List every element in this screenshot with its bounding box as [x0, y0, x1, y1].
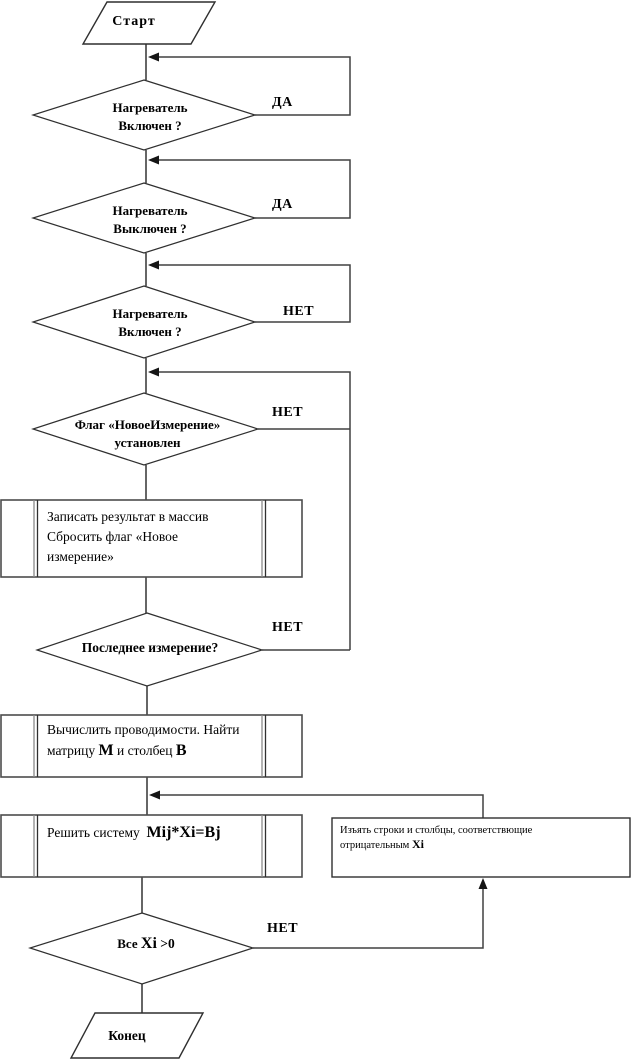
- arrowhead-into-remove-box: [478, 878, 488, 889]
- start-label: Старт: [112, 14, 156, 29]
- process-solve-system-shape: [0, 814, 303, 878]
- compute-line2-column-b: B: [175, 742, 187, 759]
- decision-heater-on-1-line1: Нагреватель: [112, 100, 188, 115]
- decision-heater-off-line1: Нагреватель: [112, 203, 188, 218]
- all-xi-part2: Xi: [140, 935, 157, 952]
- decision-heater-off-line2: Выключен ?: [113, 221, 187, 236]
- compute-line1: Вычислить проводимости. Найти: [47, 722, 240, 737]
- process-solve-system-label: Решить систему Mij*Xi=Bj: [47, 823, 292, 843]
- decision-heater-on-1-label: Нагреватель Включен ?: [70, 99, 230, 135]
- write-result-line1: Записать результат в массив: [47, 509, 209, 524]
- decision-all-xi-positive-label: Все Xi >0: [66, 935, 226, 953]
- arrowhead-loop-no4-no5: [148, 367, 159, 377]
- arrowhead-remove-to-solve: [149, 790, 160, 800]
- decision-heater-on-2-line1: Нагреватель: [112, 306, 188, 321]
- connector-spine: [141, 44, 148, 1013]
- connector-loop-yes1: [157, 56, 351, 116]
- branch-label-no3: НЕТ: [283, 304, 315, 319]
- end-label: Конец: [108, 1028, 146, 1043]
- connector-loop-no4-no5: [157, 371, 351, 651]
- decision-all-xi-positive-shape: [28, 912, 255, 985]
- branch-label-no6: НЕТ: [267, 921, 299, 936]
- decision-heater-off-shape: [31, 182, 257, 254]
- remove-rows-line1: Изъять строки и столбцы, соответствющие: [340, 825, 533, 836]
- decision-flag-new-measurement-label: Флаг «НовоеИзмерение» установлен: [50, 416, 245, 452]
- branch-label-no4: НЕТ: [272, 405, 304, 420]
- decision-heater-on-2-shape: [31, 285, 257, 359]
- remove-rows-line2-xi: Xi: [411, 836, 424, 851]
- write-result-line3: измерение»: [47, 549, 114, 564]
- connector-no6-to-remove-box: [253, 888, 484, 949]
- compute-line2-part1: матрицу: [47, 743, 99, 758]
- decision-heater-on-1-shape: [31, 79, 257, 151]
- branch-label-yes1: ДА: [272, 95, 293, 110]
- solve-system-equation: Mij*Xi=Bj: [146, 824, 221, 841]
- process-write-result-shape: [0, 499, 303, 578]
- decision-flag-line1: Флаг «НовоеИзмерение»: [74, 417, 221, 432]
- decision-flag-new-measurement-shape: [31, 392, 260, 466]
- compute-line2: матрицу M и столбец B: [47, 740, 277, 761]
- write-result-line2: Сбросить флаг «Новое: [47, 529, 179, 544]
- remove-rows-line2-part1: отрицательным: [340, 839, 412, 851]
- process-remove-rows-columns-label: Изъять строки и столбцы, соответствющие …: [340, 824, 626, 852]
- decision-last-measurement-label: Последнее измерение?: [81, 640, 219, 655]
- decision-flag-line2: установлен: [114, 435, 181, 450]
- decision-heater-off-label: Нагреватель Выключен ?: [70, 202, 230, 238]
- end-terminator-shape: [69, 1012, 205, 1059]
- compute-line2-part3: и столбец: [113, 743, 176, 758]
- branch-label-no5: НЕТ: [272, 620, 304, 635]
- remove-rows-line2: отрицательным Xi: [340, 836, 626, 853]
- connector-remove-box-to-solve: [158, 794, 484, 818]
- decision-heater-on-1-line2: Включен ?: [118, 118, 182, 133]
- decision-last-measurement-shape: [35, 612, 264, 687]
- decision-heater-on-2-label: Нагреватель Включен ?: [70, 305, 230, 341]
- solve-system-text: Решить систему: [47, 825, 147, 840]
- branch-label-yes2: ДА: [272, 197, 293, 212]
- arrowhead-loop-yes2: [148, 155, 159, 165]
- all-xi-part1: Все: [117, 936, 141, 951]
- connector-loop-yes2: [157, 159, 351, 219]
- all-xi-part3: >0: [156, 936, 175, 951]
- arrowhead-loop-no3: [148, 260, 159, 270]
- connector-loop-no3: [157, 264, 351, 323]
- process-write-result-label: Записать результат в массив Сбросить фла…: [47, 507, 262, 567]
- process-remove-rows-columns-shape: [331, 817, 631, 878]
- compute-line2-matrix-m: M: [98, 742, 114, 759]
- start-terminator-shape: [81, 1, 217, 45]
- process-compute-conductivities-label: Вычислить проводимости. Найти матрицу M …: [47, 719, 277, 761]
- process-compute-conductivities-shape: [0, 714, 303, 778]
- decision-heater-on-2-line2: Включен ?: [118, 324, 182, 339]
- arrowhead-loop-yes1: [148, 52, 159, 62]
